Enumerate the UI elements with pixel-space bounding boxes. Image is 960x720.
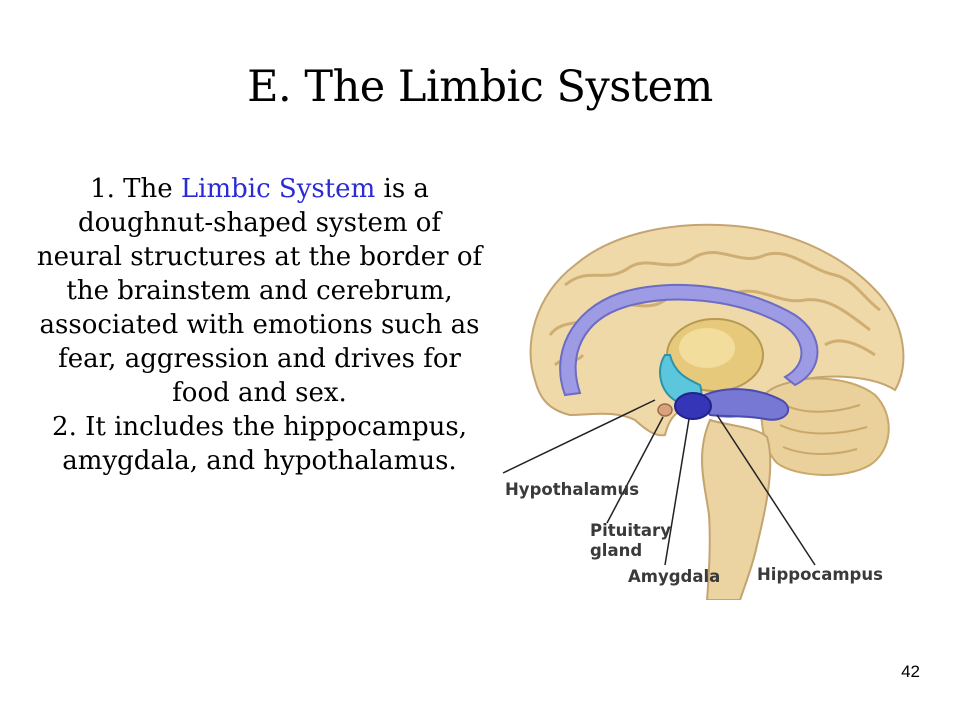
paragraph-1-text: is a doughnut-shaped system of neural st… (36, 174, 483, 408)
limbic-system-term: Limbic System (180, 174, 376, 204)
hypothalamus-label: Hypothalamus (505, 480, 640, 499)
slide-body-text: 1. The Limbic System is a doughnut-shape… (32, 172, 487, 478)
pituitary-label-line2: gland (590, 541, 643, 560)
pituitary-label-line1: Pituitary (590, 521, 671, 540)
pituitary-gland (657, 403, 673, 417)
limbic-ring (559, 283, 819, 397)
amygdala-label: Amygdala (628, 567, 721, 586)
brain-diagram: Hypothalamus Pituitary gland Amygdala Hi… (495, 205, 915, 600)
amygdala (674, 392, 712, 420)
brain-illustration (502, 223, 905, 600)
cerebellum (760, 377, 890, 476)
slide-title: E. The Limbic System (247, 62, 713, 112)
paragraph-1: 1. The Limbic System is a doughnut-shape… (32, 172, 487, 410)
hippocampus (698, 388, 790, 421)
page-number: 42 (901, 662, 920, 681)
brainstem (701, 418, 772, 600)
paragraph-2: 2. It includes the hippocampus, amygdala… (52, 412, 467, 476)
hippocampus-label: Hippocampus (757, 565, 883, 584)
paragraph-1-prefix: 1. The (90, 174, 181, 204)
